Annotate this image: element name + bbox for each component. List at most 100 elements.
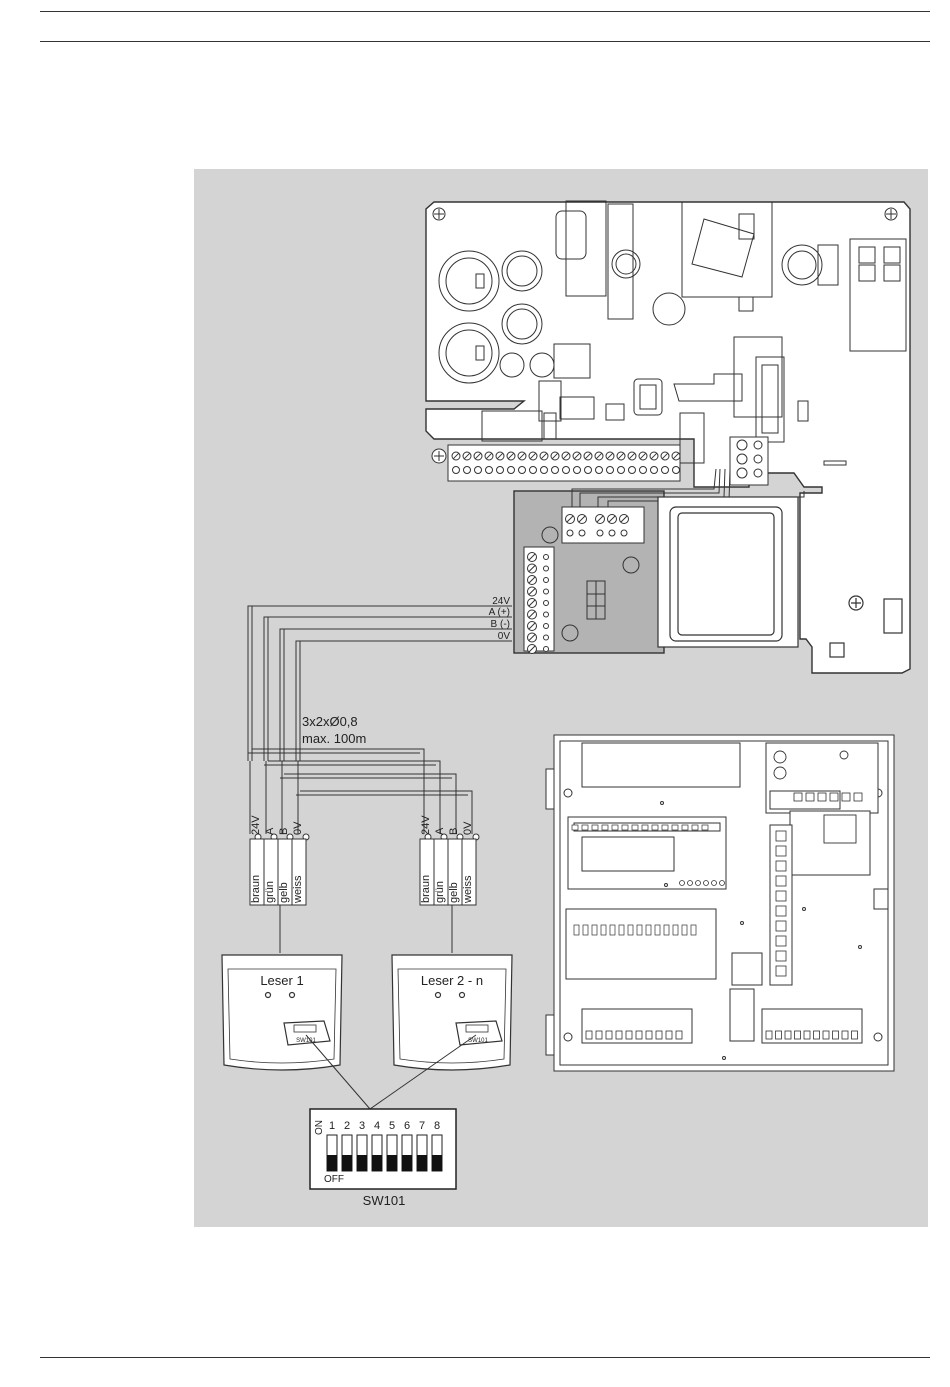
- reader1-color-gelb: gelb: [278, 882, 290, 903]
- terminal-hole: [597, 530, 603, 536]
- reader1-color-gruen: grün: [264, 881, 276, 903]
- cable-length: max. 100m: [302, 731, 366, 746]
- terminal-hole: [544, 635, 549, 640]
- terminal-hole: [544, 589, 549, 594]
- terminal-hole: [552, 467, 559, 474]
- reader2-color-gruen: grün: [434, 881, 446, 903]
- cabinet-chip: [652, 825, 658, 830]
- terminal-hole: [621, 530, 627, 536]
- cabinet-chip: [592, 825, 598, 830]
- terminal-label-b: B (-): [491, 619, 510, 630]
- terminal-hole: [519, 467, 526, 474]
- reader-1-label: Leser 1: [260, 973, 303, 988]
- dip-switch-name: SW101: [363, 1193, 406, 1208]
- terminal-hole: [541, 467, 548, 474]
- footer-rule: [40, 1357, 930, 1358]
- cabinet-chip: [662, 825, 668, 830]
- cabinet-chip: [642, 825, 648, 830]
- cabinet-overview: [546, 735, 894, 1071]
- dip-number-5: 5: [389, 1120, 395, 1132]
- terminal-hole: [544, 612, 549, 617]
- reader1-wire-labels: 24V A B 0V braun grün gelb weiss: [250, 815, 306, 905]
- cabinet-chip: [612, 825, 618, 830]
- terminal-hole: [629, 467, 636, 474]
- interface-module: [514, 491, 664, 653]
- cabinet-chip: [672, 825, 678, 830]
- terminal-hole: [464, 467, 471, 474]
- dip-number-8: 8: [434, 1120, 440, 1132]
- terminal-hole: [508, 467, 515, 474]
- dip-lever: [357, 1155, 367, 1171]
- reader2-color-gelb: gelb: [448, 882, 460, 903]
- cabinet-chip: [582, 825, 588, 830]
- cabinet-chip: [602, 825, 608, 830]
- reader2-wire-labels: 24V A B 0V braun grün gelb weiss: [420, 815, 476, 905]
- dip-number-6: 6: [404, 1120, 410, 1132]
- cabinet-chip: [692, 825, 698, 830]
- dip-number-1: 1: [329, 1120, 335, 1132]
- terminal-label-24v: 24V: [492, 596, 510, 607]
- terminal-hole: [673, 467, 680, 474]
- terminal-label-a: A (+): [489, 607, 510, 618]
- dip-number-4: 4: [374, 1120, 380, 1132]
- dip-lever: [432, 1155, 442, 1171]
- dip-lever: [327, 1155, 337, 1171]
- terminal-hole: [567, 530, 573, 536]
- dip-lever: [402, 1155, 412, 1171]
- board-terminal-strip: [432, 445, 680, 481]
- dip-number-3: 3: [359, 1120, 365, 1132]
- reader2-signal-0v: 0V: [462, 821, 474, 835]
- cabinet-chip: [682, 825, 688, 830]
- reader2-signal-24v: 24V: [420, 815, 432, 835]
- terminal-hole: [662, 467, 669, 474]
- terminal-hole: [609, 530, 615, 536]
- terminal-hole: [585, 467, 592, 474]
- reader-2-label: Leser 2 - n: [421, 973, 483, 988]
- dip-lever: [387, 1155, 397, 1171]
- header-rule-bottom: [40, 41, 930, 42]
- cabinet-chip: [632, 825, 638, 830]
- cabinet-chip: [572, 825, 578, 830]
- terminal-hole: [607, 467, 614, 474]
- reader1-signal-0v: 0V: [292, 821, 304, 835]
- terminal-hole: [596, 467, 603, 474]
- terminal-hole: [544, 578, 549, 583]
- dip-number-2: 2: [344, 1120, 350, 1132]
- cable-spec: 3x2xØ0,8: [302, 714, 358, 729]
- dip-number-7: 7: [419, 1120, 425, 1132]
- terminal-hole: [544, 601, 549, 606]
- terminal-label-0v: 0V: [498, 631, 511, 642]
- terminal-hole: [497, 467, 504, 474]
- reader2-color-weiss: weiss: [462, 875, 474, 904]
- reader1-color-weiss: weiss: [292, 875, 304, 904]
- terminal-hole: [544, 566, 549, 571]
- reader1-signal-24v: 24V: [250, 815, 262, 835]
- reader1-signal-a: A: [264, 827, 276, 835]
- wiring-diagram: 24V A (+) B (-) 0V 3x2xØ0,8 max. 100m 24…: [194, 169, 928, 1227]
- reader2-signal-a: A: [434, 827, 446, 835]
- terminal-hole: [544, 555, 549, 560]
- header-rule-top: [40, 11, 930, 12]
- terminal-hole: [618, 467, 625, 474]
- terminal-hole: [640, 467, 647, 474]
- dip-off-label: OFF: [324, 1174, 344, 1185]
- dip-lever: [372, 1155, 382, 1171]
- terminal-hole: [563, 467, 570, 474]
- reader1-color-braun: braun: [250, 875, 262, 903]
- terminal-hole: [530, 467, 537, 474]
- terminal-hole: [574, 467, 581, 474]
- dip-lever: [417, 1155, 427, 1171]
- reader2-color-braun: braun: [420, 875, 432, 903]
- reader1-signal-b: B: [278, 828, 290, 835]
- dip-lever: [342, 1155, 352, 1171]
- terminal-hole: [475, 467, 482, 474]
- terminal-hole: [453, 467, 460, 474]
- terminal-hole: [544, 647, 549, 652]
- terminal-hole: [651, 467, 658, 474]
- board-side-terminal: [730, 437, 768, 485]
- terminal-hole: [544, 624, 549, 629]
- terminal-hole: [486, 467, 493, 474]
- cabinet-chip: [622, 825, 628, 830]
- reader2-signal-b: B: [448, 828, 460, 835]
- terminal-hole: [579, 530, 585, 536]
